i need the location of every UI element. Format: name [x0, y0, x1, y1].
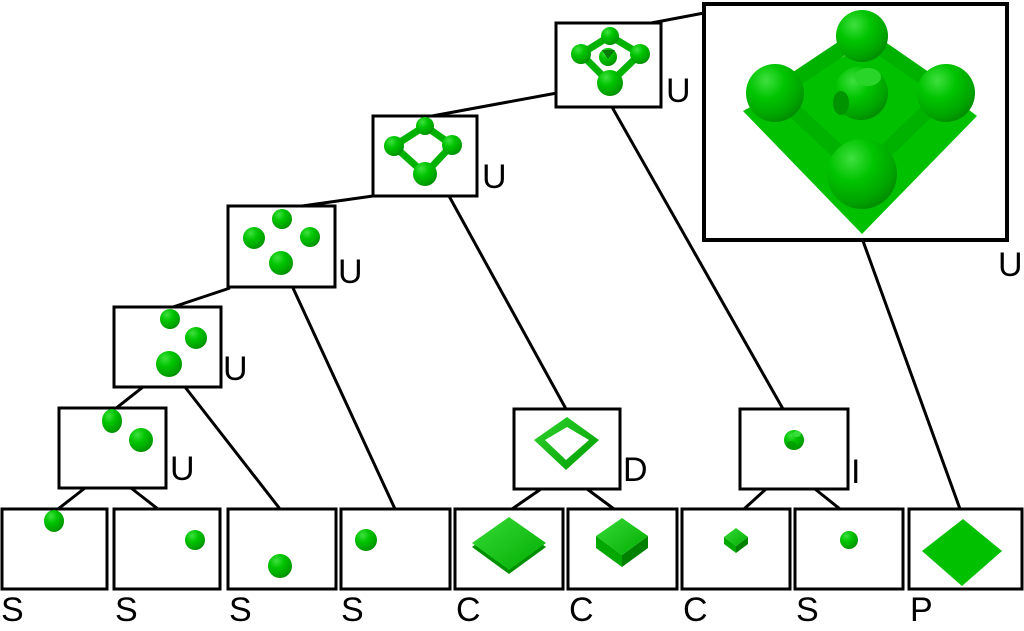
sphere-icon — [597, 70, 623, 96]
sphere-icon — [746, 64, 804, 122]
edge-union3-leaf4 — [291, 287, 397, 510]
sphere-icon — [268, 554, 292, 578]
node-box-leaf2 — [112, 507, 222, 591]
edge-root-union4 — [431, 91, 558, 118]
render-union3 — [243, 209, 320, 275]
node-labels: U U U U U U D I S S S S C C C S P — [1, 72, 1023, 629]
ring-icon — [534, 417, 599, 470]
node-label-leaf5: C — [456, 591, 481, 629]
node-label-leaf4: S — [341, 591, 364, 629]
sphere-icon — [269, 251, 293, 275]
sphere-icon — [129, 428, 153, 452]
cube-icon — [596, 518, 648, 555]
edge-union2-leaf3 — [183, 386, 282, 510]
render-union4 — [384, 117, 462, 186]
facet-shadow — [786, 441, 796, 449]
sphere-icon — [442, 135, 462, 155]
node-label-leaf2: S — [115, 591, 138, 629]
sphere-icon — [272, 209, 292, 229]
cut-facet-shadow — [833, 91, 849, 115]
node-box-leaf4 — [339, 507, 452, 591]
node-label-root-large: U — [998, 246, 1023, 284]
cube-left-face — [596, 536, 622, 567]
render-leaf9 — [922, 519, 1002, 586]
edge-union2-union1 — [114, 385, 144, 411]
node-label-intersection: I — [851, 453, 860, 491]
sphere-icon — [156, 351, 182, 377]
sphere-icon — [102, 409, 122, 433]
sphere-icon — [836, 10, 888, 62]
render-intersection — [784, 430, 804, 450]
render-root — [571, 27, 650, 96]
render-leaf3 — [268, 554, 292, 578]
edge-rootlarge-leaf9 — [861, 240, 962, 510]
render-leaf6 — [596, 518, 648, 567]
render-leaf2 — [185, 530, 205, 550]
render-leaf7 — [724, 528, 748, 553]
cut-facet-highlight — [855, 68, 881, 86]
cube-right-face — [736, 537, 748, 553]
cube-icon — [724, 528, 748, 546]
node-label-difference: D — [623, 451, 648, 489]
sphere-icon — [44, 510, 64, 532]
render-leaf8 — [840, 531, 858, 549]
node-label-leaf7: C — [683, 591, 708, 629]
node-label-union4: U — [482, 158, 507, 196]
node-label-leaf1: S — [1, 591, 24, 629]
render-leaf1 — [44, 510, 64, 532]
tree-edges — [57, 11, 962, 511]
edge-union3-union2 — [169, 286, 231, 310]
node-label-leaf9: P — [910, 591, 933, 629]
edge-root-intersection — [610, 106, 785, 410]
sphere-icon — [243, 227, 265, 249]
cut-notch — [602, 50, 615, 59]
sphere-icon — [827, 139, 897, 209]
cube-right-face — [622, 536, 648, 567]
node-label-leaf8: S — [796, 591, 819, 629]
sphere-icon — [355, 529, 377, 551]
edge-difference-leaf6 — [586, 487, 615, 511]
render-root-large — [743, 10, 977, 234]
render-leaf4 — [355, 529, 377, 551]
sphere-icon — [384, 136, 404, 156]
node-label-union1: U — [170, 450, 195, 488]
render-union1 — [102, 409, 153, 452]
node-label-union3: U — [338, 253, 363, 291]
sphere-icon — [630, 44, 650, 64]
node-label-leaf3: S — [229, 591, 252, 629]
sphere-icon — [300, 227, 320, 247]
render-leaf5 — [472, 517, 546, 574]
edge-intersection-leaf7 — [742, 487, 768, 511]
sphere-icon — [917, 64, 975, 122]
edge-intersection-leaf8 — [814, 487, 841, 511]
plane-shape — [922, 519, 1002, 586]
edge-union4-difference — [447, 195, 568, 410]
sphere-icon — [413, 162, 437, 186]
sphere-icon — [416, 117, 434, 135]
sphere-icon — [571, 44, 591, 64]
cube-left-face — [724, 537, 736, 553]
node-label-root: U — [666, 72, 691, 110]
sphere-icon — [840, 531, 858, 549]
sphere-icon — [185, 327, 207, 349]
cube-icon — [472, 517, 546, 570]
facet-highlight — [793, 431, 801, 437]
edge-difference-leaf5 — [511, 487, 542, 511]
node-label-union2: U — [223, 350, 248, 388]
sphere-icon — [160, 309, 180, 329]
render-union2 — [156, 309, 207, 377]
sphere-icon — [185, 530, 205, 550]
edge-union1-leaf2 — [130, 486, 159, 511]
edge-union1-leaf1 — [57, 486, 86, 511]
sphere-icon — [601, 27, 619, 45]
render-difference — [534, 417, 599, 470]
node-label-leaf6: C — [569, 591, 594, 629]
